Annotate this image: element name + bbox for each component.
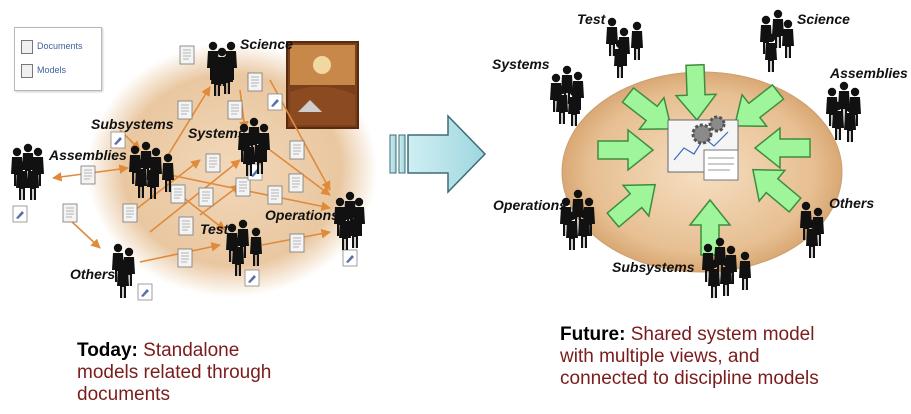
left-caption-line-3: documents — [77, 384, 170, 405]
transition-arrow — [389, 114, 487, 194]
right-label-science: Science — [797, 11, 850, 27]
right-caption: Future: Shared system model with multipl… — [560, 324, 905, 390]
left-label-subsystems: Subsystems — [91, 116, 174, 132]
right-label-assemblies: Assemblies — [829, 65, 908, 81]
right-label-systems: Systems — [492, 56, 550, 72]
right-label-subsystems: Subsystems — [612, 259, 695, 275]
left-label-test: Test — [200, 221, 230, 237]
legend-documents: Documents — [21, 38, 83, 54]
left-people-assemblies — [11, 143, 44, 200]
left-caption: Today: Standalone models related through… — [77, 340, 377, 406]
left-label-operations: Operations — [265, 207, 339, 223]
left-label-science: Science — [240, 36, 293, 52]
right-label-others: Others — [829, 195, 874, 211]
right-people-systems — [550, 65, 584, 126]
right-people-test — [606, 17, 643, 78]
legend-models: Models — [21, 62, 66, 78]
left-caption-line-2: models related through — [77, 362, 272, 383]
right-label-test: Test — [577, 11, 607, 27]
right-people-science — [760, 9, 794, 72]
right-label-operations: Operations — [493, 197, 567, 213]
shared-system-model — [667, 115, 739, 181]
right-caption-head: Future: — [560, 324, 626, 345]
mars-photo — [286, 41, 359, 129]
legend-box: Documents Models — [14, 27, 102, 91]
document-icon — [21, 39, 33, 54]
left-caption-line-1: Standalone — [137, 340, 240, 361]
right-caption-line-2: with multiple views, and — [560, 346, 760, 367]
left-label-systems: Systems — [188, 125, 246, 141]
legend-models-label: Models — [37, 65, 67, 75]
right-caption-line-3: connected to discipline models — [560, 368, 819, 389]
model-icon — [21, 63, 33, 78]
right-caption-line-1: Shared system model — [625, 324, 815, 345]
left-label-others: Others — [70, 266, 115, 282]
legend-documents-label: Documents — [37, 41, 83, 51]
left-caption-head: Today: — [77, 340, 138, 361]
left-label-assemblies: Assemblies — [48, 147, 127, 163]
